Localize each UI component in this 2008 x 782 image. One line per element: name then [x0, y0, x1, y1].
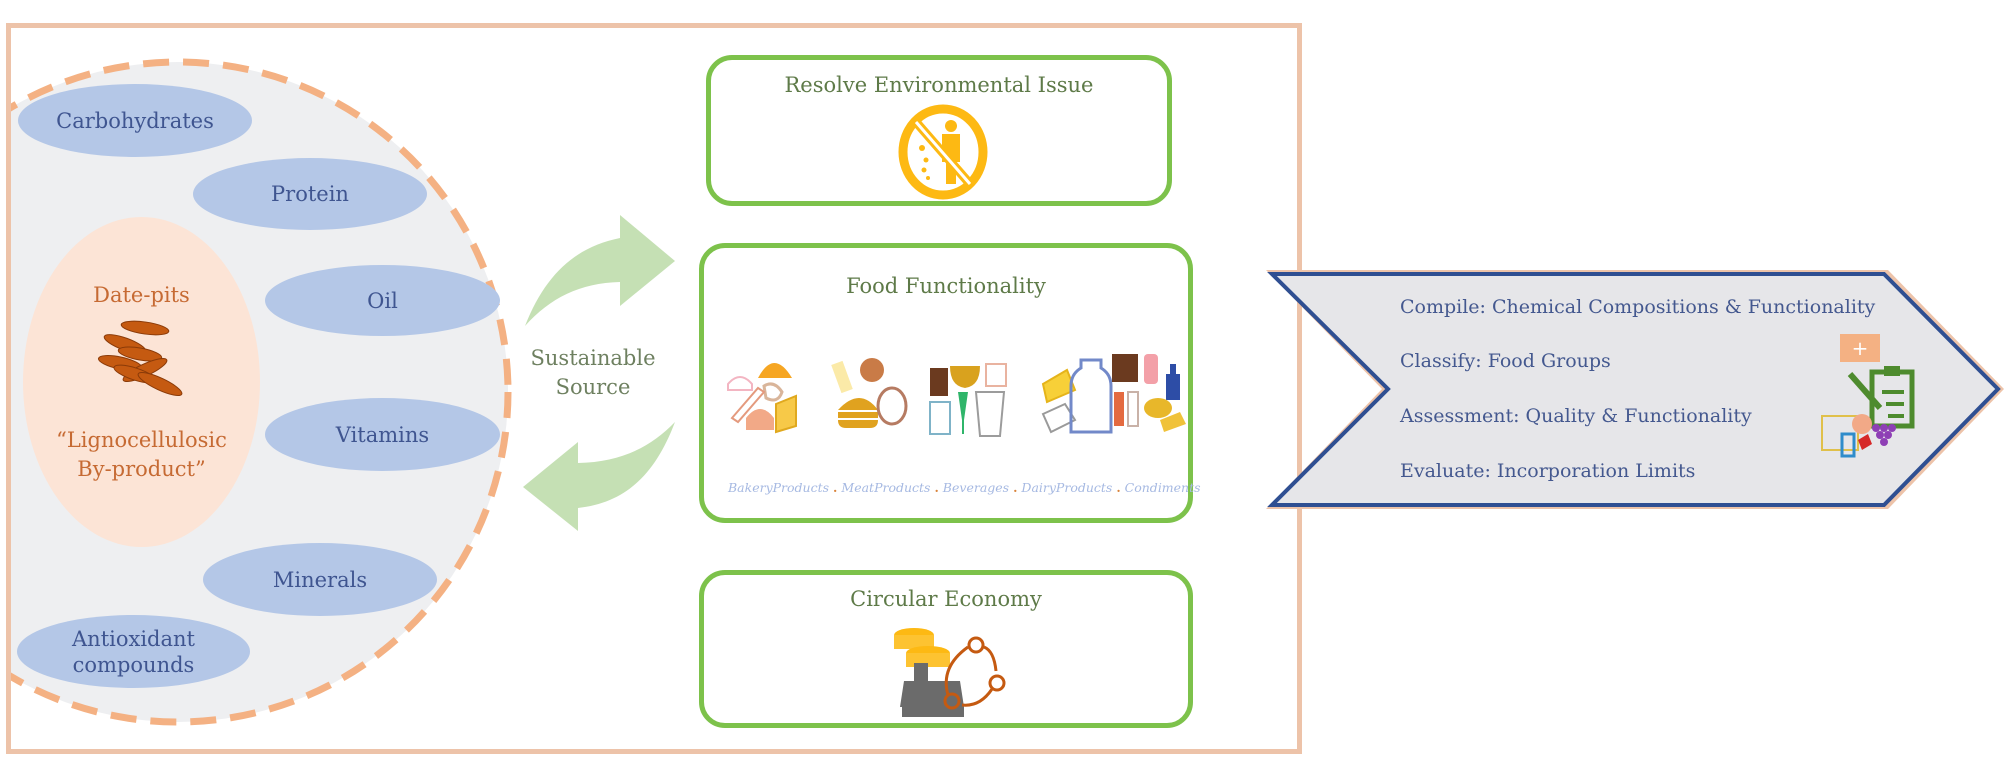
category-bakery-products: BakeryProducts — [728, 480, 830, 495]
dairy-products-icon — [1041, 358, 1113, 434]
nutrient-antioxidant: Antioxidant compounds — [17, 615, 250, 688]
sustainable-source-line1: Sustainable — [530, 346, 656, 370]
date-pits-icon — [97, 320, 183, 397]
cash-register-cycle-icon — [894, 628, 1006, 717]
nutrient-oil: Oil — [265, 265, 500, 336]
meat-products-icon — [831, 358, 908, 428]
category-beverages: Beverages — [942, 480, 1010, 495]
category-separator: . — [1116, 480, 1121, 495]
date-pits-title: Date-pits — [93, 283, 190, 307]
category-separator: . — [934, 480, 939, 495]
nutrient-vitamins: Vitamins — [265, 398, 500, 471]
category-separator: . — [1013, 480, 1018, 495]
chevron-item-assessment: Assessment: Quality & Functionality — [1400, 405, 1752, 427]
environmental-issue-title: Resolve Environmental Issue — [784, 73, 1094, 97]
chevron — [1267, 272, 2001, 507]
circular-economy-box: Circular Economy — [699, 570, 1193, 728]
nutrient-label: Carbohydrates — [56, 108, 214, 133]
food-functionality-box: Food Functionality — [699, 243, 1201, 523]
return-arrow — [523, 422, 675, 531]
plus-badge-icon: + — [1840, 334, 1880, 362]
sustainable-source-label: Sustainable Source — [528, 344, 658, 402]
beverages-icon — [929, 363, 1007, 437]
food-category-labels: BakeryProducts . MeatProducts . Beverage… — [728, 480, 1201, 495]
nutrient-label-line2: compounds — [72, 652, 195, 677]
chevron-item-classify: Classify: Food Groups — [1400, 350, 1611, 372]
date-pits-subtitle-line1: “Lignocellulosic — [56, 428, 227, 452]
nutrient-label: Minerals — [272, 567, 368, 592]
nutrient-protein: Protein — [193, 158, 427, 230]
condiments-icon — [1112, 354, 1186, 432]
nutrient-minerals: Minerals — [203, 543, 437, 616]
nutrient-carbohydrates: Carbohydrates — [18, 84, 252, 157]
category-meat-products: MeatProducts — [841, 480, 931, 495]
food-functionality-title: Food Functionality — [846, 274, 1046, 298]
chevron-item-evaluate: Evaluate: Incorporation Limits — [1400, 460, 1696, 482]
bakery-products-icon — [727, 363, 797, 434]
circular-economy-title: Circular Economy — [850, 587, 1042, 611]
nutrient-label: Protein — [271, 182, 349, 206]
dashed-circle-border — [11, 58, 512, 726]
sustainable-source-line2: Source — [555, 375, 631, 399]
chevron-item-compile: Compile: Chemical Compositions & Functio… — [1400, 296, 1876, 318]
clipboard-food-assessment-icon — [1821, 366, 1915, 458]
no-littering-icon — [898, 104, 988, 200]
nutrient-label-line1: Antioxidant — [72, 626, 195, 651]
category-separator: . — [833, 480, 838, 495]
category-dairy-products: DairyProducts — [1021, 480, 1113, 495]
environmental-issue-box: Resolve Environmental Issue — [706, 55, 1172, 206]
nutrient-label: Vitamins — [335, 422, 430, 447]
outer-frame — [6, 23, 1302, 754]
nutrient-label: Oil — [367, 288, 398, 313]
forward-arrow — [525, 215, 675, 326]
category-condiments: Condiments — [1124, 480, 1201, 495]
date-pits-subtitle-line2: By-product” — [77, 457, 206, 481]
